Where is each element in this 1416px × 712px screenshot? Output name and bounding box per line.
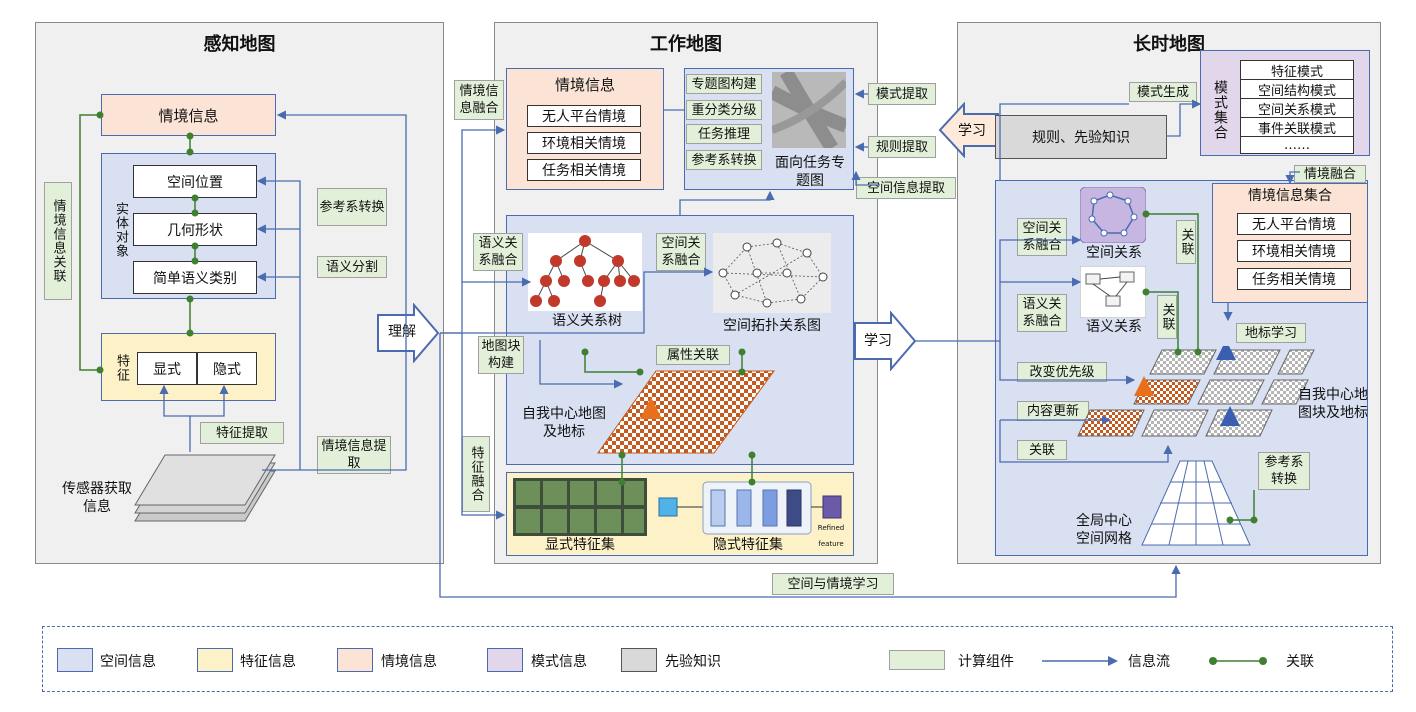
comp-attribute-association: 属性关联 — [656, 345, 730, 365]
semantic-tree-label: 语义关系树 — [552, 313, 622, 329]
comp-rule-extract: 规则提取 — [868, 136, 936, 158]
comp-reference-transform-right: 参考系转换 — [1258, 452, 1310, 490]
comp-situation-fusion-working: 情境信息融合 — [454, 80, 504, 120]
comp-association-3: 关联 — [1017, 440, 1067, 460]
comp-change-priority: 改变优先级 — [1017, 362, 1107, 382]
semantic-relation-label: 语义关系 — [1086, 319, 1142, 335]
legend-association-icon — [1209, 657, 1267, 665]
understand-arrow — [377, 303, 440, 363]
explicit-feature-photos — [513, 478, 647, 536]
legend-feature-swatch — [197, 648, 233, 672]
comp-pattern-extract: 模式提取 — [868, 83, 936, 105]
implicit-feature-set-label: 隐式特征集 — [713, 537, 783, 553]
working-situation-title: 情境信息 — [554, 76, 615, 94]
pattern-set-label: 模式集合 — [1212, 80, 1228, 140]
ego-map-checkerboard — [597, 370, 775, 454]
legend-box — [42, 626, 1393, 692]
explicit-feature: 显式 — [137, 352, 197, 385]
legend-situation-swatch — [337, 648, 373, 672]
ego-tiles-grid — [1077, 346, 1315, 437]
comp-reference-transform-left: 参考系转换 — [317, 188, 387, 226]
longterm-situation-item-2: 环境相关情境 — [1237, 240, 1351, 262]
comp-spatial-relation-fusion: 空间关系融合 — [656, 233, 706, 271]
task-item-3: 任务推理 — [686, 124, 762, 144]
legend-situation-label: 情境信息 — [381, 654, 437, 670]
sensor-stack-icon — [134, 454, 276, 522]
legend-pattern-swatch — [487, 648, 523, 672]
situation-set-title: 情境信息集合 — [1248, 188, 1332, 204]
ego-tiles-label: 自我中心地图块及地标 — [1298, 387, 1368, 421]
comp-association-1: 关联 — [1176, 220, 1196, 264]
refined-feature-label: Refined feature — [817, 524, 845, 548]
comp-association-2: 关联 — [1157, 295, 1177, 339]
legend-prior-swatch — [621, 648, 657, 672]
implicit-feature-network — [658, 481, 842, 535]
pattern-item-5: …… — [1240, 136, 1354, 154]
implicit-feature: 隐式 — [197, 352, 257, 385]
entity-spatial-position: 空间位置 — [133, 165, 257, 198]
comp-semantic-segmentation: 语义分割 — [317, 256, 387, 278]
perception-map-title: 感知地图 — [203, 34, 276, 55]
comp-landmark-learning: 地标学习 — [1236, 323, 1306, 343]
prior-rules-box: 规则、先验知识 — [995, 115, 1167, 159]
learn-arrow-left — [938, 102, 999, 158]
legend-spatial-label: 空间信息 — [100, 654, 156, 670]
comp-spatial-relation-fusion-longterm: 空间关系融合 — [1017, 218, 1067, 256]
comp-semantic-relation-fusion: 语义关系融合 — [473, 233, 523, 271]
legend-flow-label: 信息流 — [1128, 654, 1170, 670]
entity-object-label: 实体对象 — [113, 202, 128, 258]
understand-label: 理解 — [388, 324, 416, 340]
legend-association-label: 关联 — [1286, 654, 1314, 670]
legend-spatial-swatch — [57, 648, 93, 672]
spatial-topology-image — [713, 233, 831, 313]
spatial-relation-graph-icon — [1080, 187, 1146, 243]
comp-situation-extraction: 情境信息提取 — [317, 436, 391, 474]
task-map-label: 面向任务专题图 — [775, 155, 845, 189]
semantic-relation-graph-icon — [1080, 266, 1146, 318]
legend-flow-arrow-icon — [1042, 656, 1118, 666]
working-map-title: 工作地图 — [650, 34, 722, 55]
comp-situation-fusion-longterm: 情境融合 — [1294, 165, 1366, 183]
entity-geometry: 几何形状 — [133, 213, 257, 246]
road-intersection-image — [772, 72, 846, 148]
learn-arrow-middle — [854, 311, 917, 371]
spatial-relation-label: 空间关系 — [1086, 245, 1142, 261]
legend-prior-label: 先验知识 — [665, 654, 721, 670]
working-situation-item-3: 任务相关情境 — [527, 159, 641, 181]
pattern-item-4: 事件关联模式 — [1240, 117, 1354, 137]
task-item-4: 参考系转换 — [686, 150, 762, 170]
learn-label-middle: 学习 — [864, 333, 892, 349]
pattern-item-1: 特征模式 — [1240, 60, 1354, 80]
comp-spatial-info-extract: 空间信息提取 — [856, 177, 956, 199]
legend-compute-swatch — [889, 650, 945, 670]
sensor-label: 传感器获取信息 — [62, 481, 132, 515]
global-grid-icon — [1141, 460, 1251, 546]
spatial-topology-label: 空间拓扑关系图 — [723, 318, 821, 334]
semantic-tree-image — [528, 233, 642, 311]
comp-feature-extraction: 特征提取 — [200, 422, 284, 444]
working-situation-item-2: 环境相关情境 — [527, 132, 641, 154]
global-grid-label: 全局中心空间网格 — [1076, 513, 1132, 547]
explicit-feature-set-label: 显式特征集 — [545, 537, 615, 553]
comp-spatial-situation-learning: 空间与情境学习 — [772, 573, 894, 595]
feature-label: 特征 — [114, 354, 129, 382]
comp-tile-build: 地图块构建 — [478, 336, 524, 374]
legend-feature-label: 特征信息 — [240, 654, 296, 670]
learn-label-left: 学习 — [958, 123, 986, 139]
ego-map-label: 自我中心地图及地标 — [522, 406, 606, 440]
longterm-situation-item-3: 任务相关情境 — [1237, 268, 1351, 290]
comp-semantic-relation-fusion-longterm: 语义关系融合 — [1017, 294, 1067, 332]
legend-compute-label: 计算组件 — [958, 654, 1014, 670]
comp-pattern-generation: 模式生成 — [1129, 82, 1197, 102]
task-item-2: 重分类分级 — [686, 100, 762, 120]
comp-situation-association: 情境信息关联 — [44, 182, 72, 300]
task-item-1: 专题图构建 — [686, 74, 762, 94]
working-situation-item-1: 无人平台情境 — [527, 105, 641, 127]
legend-pattern-label: 模式信息 — [531, 654, 587, 670]
longterm-map-title: 长时地图 — [1133, 34, 1205, 55]
entity-semantic-class: 简单语义类别 — [133, 261, 257, 294]
longterm-situation-item-1: 无人平台情境 — [1237, 213, 1351, 235]
